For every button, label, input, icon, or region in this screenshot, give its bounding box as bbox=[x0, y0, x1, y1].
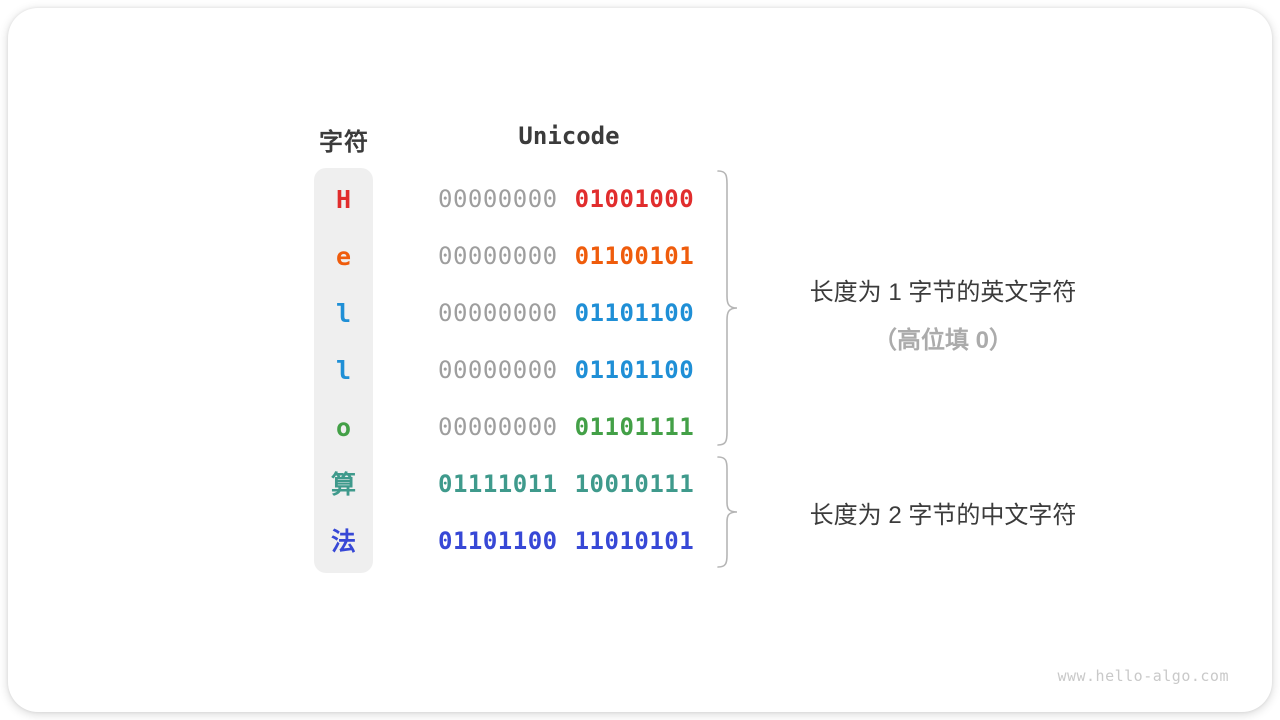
byte-high: 00000000 bbox=[438, 413, 558, 441]
brace-chinese-group bbox=[717, 456, 738, 568]
annotation-english-line1: 长度为 1 字节的英文字符 bbox=[809, 279, 1077, 306]
byte-low: 11010101 bbox=[574, 527, 695, 555]
byte-high: 00000000 bbox=[438, 185, 558, 213]
byte-high: 01101100 bbox=[438, 527, 558, 555]
byte-low: 01101100 bbox=[574, 356, 695, 384]
unicode-binary-row: 01101100 11010101 bbox=[438, 513, 694, 570]
char-column-header: 字符 bbox=[319, 129, 369, 156]
char-cell: 算 bbox=[330, 470, 356, 499]
byte-high: 00000000 bbox=[438, 242, 558, 270]
unicode-column-header: Unicode bbox=[518, 122, 620, 150]
byte-low: 01001000 bbox=[574, 185, 695, 213]
unicode-binary-row: 00000000 01001000 bbox=[438, 171, 694, 228]
brace-path bbox=[717, 170, 738, 446]
char-cell: l bbox=[335, 299, 352, 328]
byte-high: 00000000 bbox=[438, 356, 558, 384]
unicode-binary-row: 00000000 01101111 bbox=[438, 399, 694, 456]
byte-low: 01101111 bbox=[574, 413, 695, 441]
byte-high: 01111011 bbox=[438, 470, 558, 498]
unicode-binary-row: 00000000 01101100 bbox=[438, 342, 694, 399]
annotation-chinese-bytes: 长度为 2 字节的中文字符 bbox=[778, 495, 1108, 530]
byte-low: 01101100 bbox=[574, 299, 695, 327]
char-cell: H bbox=[335, 185, 352, 214]
unicode-binary-row: 00000000 01101100 bbox=[438, 285, 694, 342]
unicode-binary-row: 01111011 10010111 bbox=[438, 456, 694, 513]
char-cell: l bbox=[335, 356, 352, 385]
char-cell: o bbox=[335, 413, 352, 442]
annotation-chinese-line1: 长度为 2 字节的中文字符 bbox=[809, 502, 1077, 529]
char-cell: 法 bbox=[330, 527, 356, 556]
char-cell: e bbox=[335, 242, 352, 271]
watermark: www.hello-algo.com bbox=[1057, 667, 1229, 685]
brace-path bbox=[717, 456, 738, 568]
byte-low: 10010111 bbox=[574, 470, 695, 498]
byte-low: 01100101 bbox=[574, 242, 695, 270]
unicode-binary-row: 00000000 01100101 bbox=[438, 228, 694, 285]
byte-high: 00000000 bbox=[438, 299, 558, 327]
brace-english-group bbox=[717, 170, 738, 446]
annotation-english-bytes: 长度为 1 字节的英文字符 （高位填 0） bbox=[778, 272, 1108, 355]
annotation-english-line2: （高位填 0） bbox=[872, 327, 1013, 354]
